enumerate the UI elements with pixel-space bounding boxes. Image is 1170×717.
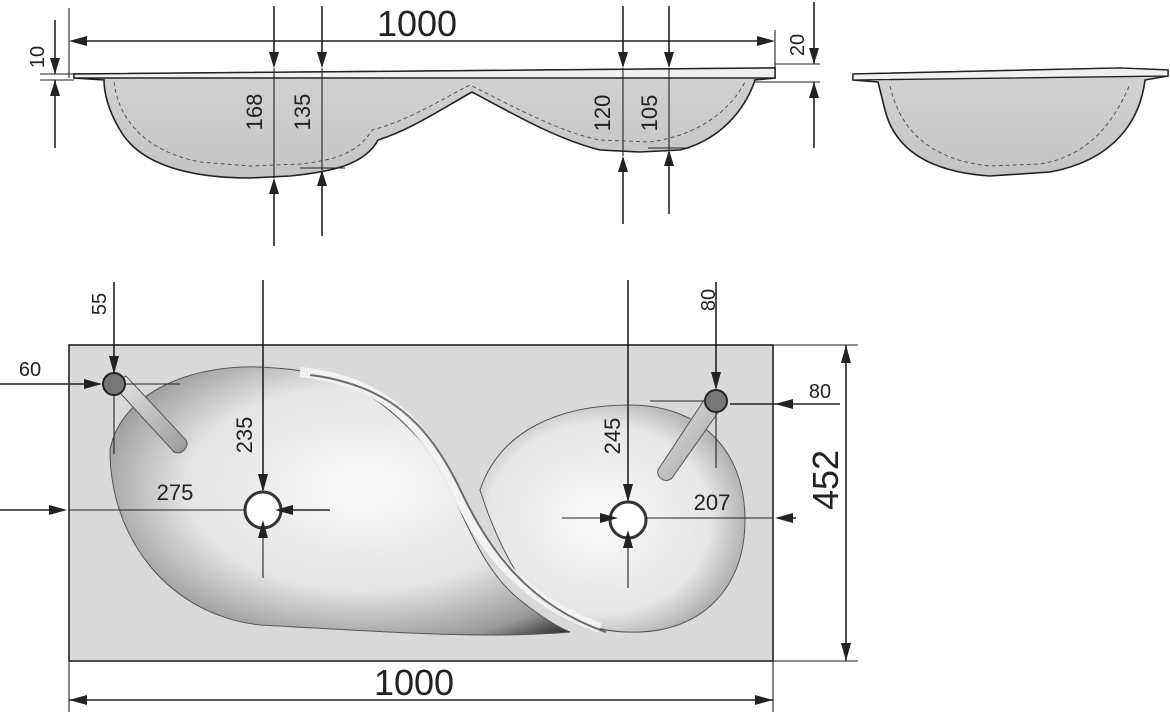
right-spout <box>657 393 725 481</box>
right-tap-back-label: 80 <box>809 381 831 403</box>
left-drain-side-label: 275 <box>157 480 194 505</box>
side-view <box>852 67 1169 177</box>
left-tap-hole <box>102 372 126 396</box>
swirl-ridge-shadow <box>309 374 607 633</box>
right-drain-back-label: 245 <box>600 418 625 455</box>
rim-thickness-label: 10 <box>27 46 49 68</box>
left-depth-inner-label: 135 <box>290 94 315 131</box>
top-view: 1000 452 55 60 235 275 <box>0 280 858 712</box>
front-view-inner-contour <box>113 81 746 167</box>
side-view-rim <box>852 67 1169 81</box>
side-view-inner-contour <box>889 83 1131 167</box>
top-depth-label: 452 <box>805 450 846 510</box>
front-view: 1000 10 20 168 135 <box>27 2 820 246</box>
edge-height-label: 20 <box>787 34 809 56</box>
side-view-basin-body <box>852 67 1169 177</box>
front-width-label: 1000 <box>377 3 457 44</box>
right-depth-outer-label: 120 <box>590 95 615 132</box>
left-depth-outer-label: 168 <box>242 94 267 131</box>
right-drain-side-label: 207 <box>694 490 731 515</box>
top-width-label: 1000 <box>374 662 454 703</box>
right-tap-hole <box>704 389 728 413</box>
front-view-rim <box>73 67 776 79</box>
right-depth-inner-label: 105 <box>637 95 662 132</box>
left-spout <box>111 375 188 454</box>
left-tap-back-label: 60 <box>19 359 41 381</box>
right-tap-side-label: 80 <box>698 289 720 311</box>
left-drain-back-label: 235 <box>232 417 257 454</box>
left-bowl <box>109 366 571 636</box>
left-tap-side-label: 55 <box>89 293 111 315</box>
